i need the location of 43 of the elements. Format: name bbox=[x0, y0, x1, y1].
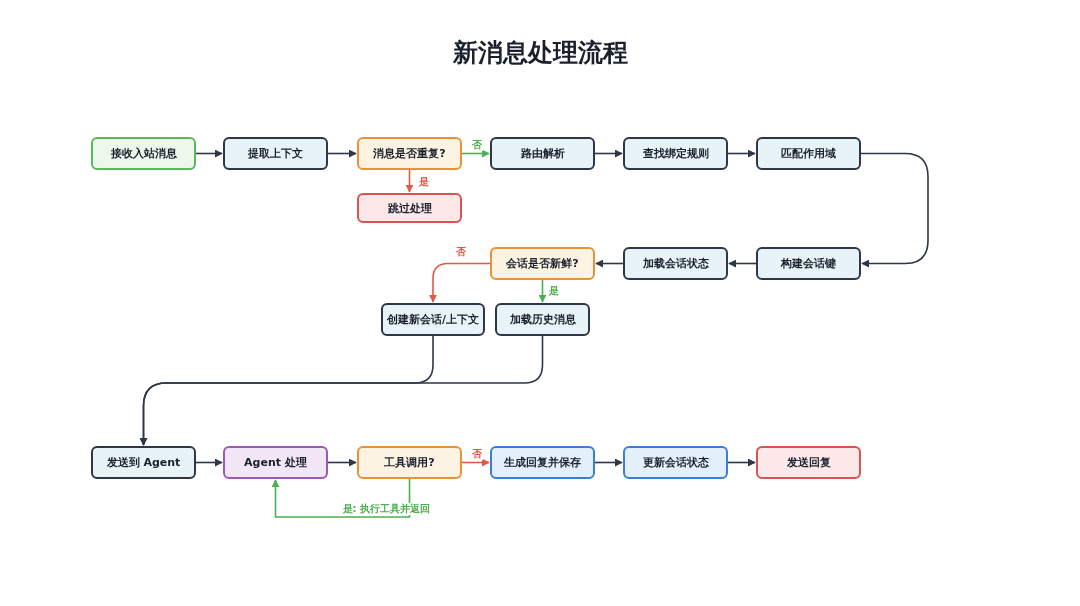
arrow bbox=[461, 149, 490, 158]
arrow bbox=[139, 335, 544, 446]
decision-box: 消息是否重复? bbox=[357, 137, 462, 170]
arrow bbox=[594, 458, 623, 467]
edge-label: 否 bbox=[471, 447, 483, 460]
process-box: 查找绑定规则 bbox=[623, 137, 728, 170]
arrow bbox=[728, 259, 757, 268]
edge-label: 是: 执行工具并返回 bbox=[341, 503, 431, 515]
arrow bbox=[327, 458, 357, 467]
arrow bbox=[727, 458, 756, 467]
process-box: 匹配作用域 bbox=[756, 137, 861, 170]
arrow bbox=[405, 169, 414, 193]
process-box: 创建新会话/上下文 bbox=[381, 303, 485, 336]
process-box: Agent 处理 bbox=[223, 446, 328, 479]
decision-box: 工具调用? bbox=[357, 446, 462, 479]
arrow bbox=[195, 149, 223, 158]
edge-label: 否 bbox=[471, 138, 483, 151]
arrow bbox=[429, 262, 491, 303]
arrow bbox=[727, 149, 756, 158]
process-box: 路由解析 bbox=[490, 137, 595, 170]
arrow bbox=[461, 458, 490, 467]
edge-label: 是 bbox=[417, 176, 430, 188]
process-box: 加载历史消息 bbox=[495, 303, 590, 336]
title: 新消息处理流程 bbox=[451, 37, 629, 69]
process-box: 接收入站消息 bbox=[91, 137, 196, 170]
arrow bbox=[538, 279, 547, 303]
process-box: 更新会话状态 bbox=[623, 446, 728, 479]
process-box: 发送回复 bbox=[756, 446, 861, 479]
arrow bbox=[860, 152, 929, 268]
process-box: 发送到 Agent bbox=[91, 446, 196, 479]
arrow bbox=[327, 149, 357, 158]
arrow bbox=[271, 478, 411, 518]
arrow bbox=[195, 458, 223, 467]
edge-label: 是 bbox=[547, 285, 560, 297]
edge-label: 否 bbox=[455, 245, 467, 258]
arrow bbox=[594, 149, 623, 158]
process-box: 加载会话状态 bbox=[623, 247, 728, 280]
process-box: 构建会话键 bbox=[756, 247, 861, 280]
decision-box: 会话是否新鲜? bbox=[490, 247, 595, 280]
process-box: 生成回复并保存 bbox=[490, 446, 595, 479]
arrow bbox=[595, 259, 624, 268]
process-box: 跳过处理 bbox=[357, 193, 462, 223]
process-box: 提取上下文 bbox=[223, 137, 328, 170]
